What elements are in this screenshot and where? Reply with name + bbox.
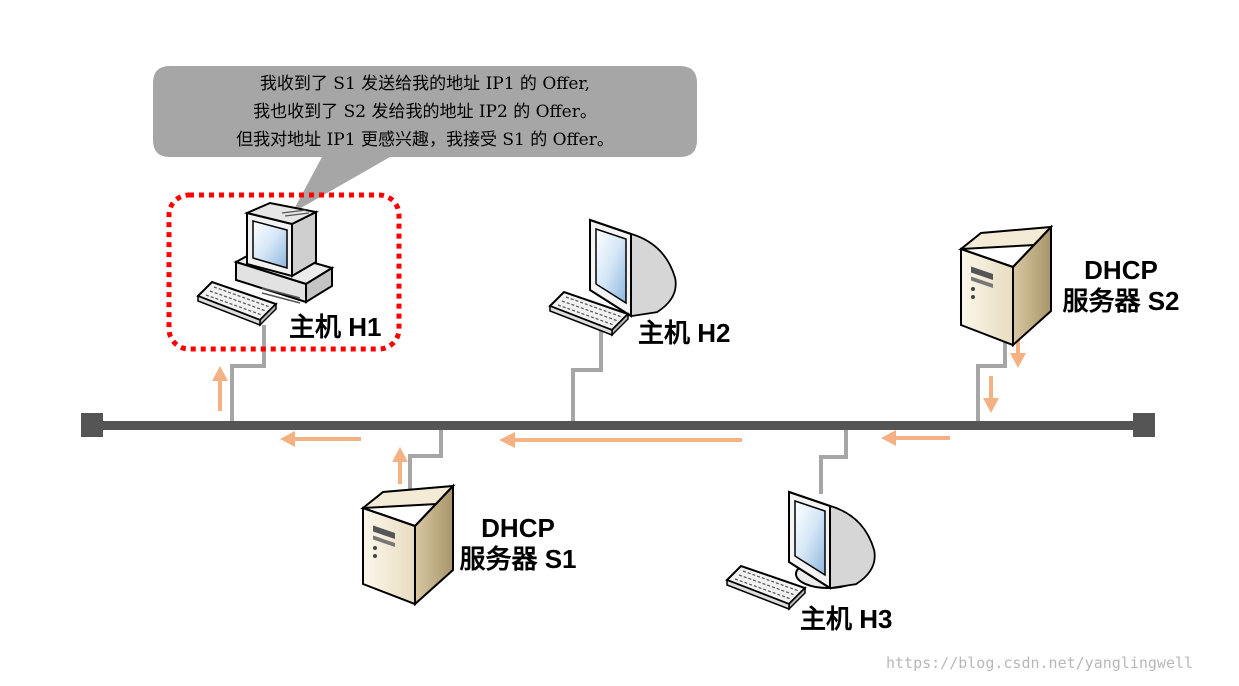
bus-terminator-right — [1133, 413, 1155, 437]
arrow-left-1 — [280, 431, 361, 447]
server-s2-label: DHCP 服务器 S2 — [1054, 255, 1188, 317]
server-s2-label-line2: 服务器 S2 — [1062, 286, 1180, 316]
host-h3-computer-icon — [726, 491, 876, 610]
speech-line-3: 但我对地址 IP1 更感兴趣，我接受 S1 的 Offer。 — [236, 130, 614, 150]
h1-highlight-box — [166, 192, 402, 352]
host-h2-label: 主机 H2 — [638, 318, 731, 348]
cable-h1 — [230, 325, 266, 421]
server-s1-icon — [362, 485, 454, 605]
server-s2-icon — [960, 226, 1052, 346]
message-arrows — [212, 336, 1026, 484]
host-h1-computer-icon — [197, 201, 335, 326]
network-bus — [81, 413, 1155, 437]
watermark: https://blog.csdn.net/yanglingwell — [886, 654, 1194, 672]
host-h1-label: 主机 H1 — [289, 312, 382, 342]
speech-bubble — [153, 66, 697, 213]
arrow-up-s1 — [392, 447, 408, 484]
server-s1-label-line2: 服务器 S1 — [459, 544, 577, 574]
server-s1-label-line1: DHCP — [481, 513, 555, 543]
cable-h2 — [571, 330, 603, 421]
cable-s1 — [408, 430, 443, 489]
server-s2-label-line1: DHCP — [1084, 255, 1158, 285]
speech-line-1: 我收到了 S1 发送给我的地址 IP1 的 Offer, — [259, 74, 591, 94]
arrow-left-3 — [881, 430, 950, 446]
arrow-down-s2-2 — [983, 376, 999, 413]
host-h3-label: 主机 H3 — [800, 604, 893, 634]
cable-h3 — [819, 430, 848, 494]
bus-terminator-left — [81, 413, 103, 437]
drop-cables — [230, 318, 1007, 494]
arrow-left-2 — [499, 432, 742, 448]
server-s1-label: DHCP 服务器 S1 — [453, 513, 583, 575]
arrow-up-h1 — [212, 366, 228, 411]
speech-bubble-text: 我收到了 S1 发送给我的地址 IP1 的 Offer, 我也收到了 S2 发给… — [156, 70, 694, 154]
speech-line-2: 我也收到了 S2 发给我的地址 IP2 的 Offer。 — [253, 102, 597, 122]
